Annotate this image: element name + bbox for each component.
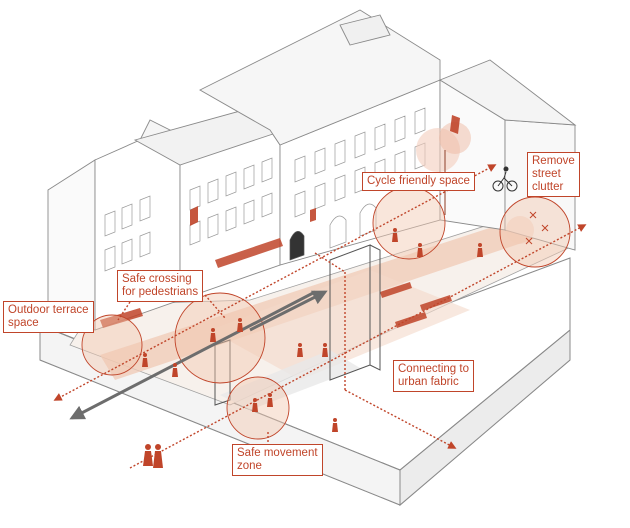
annotation-safe-crossing: Safe crossing for pedestrians [117, 270, 203, 302]
annotation-safe-movement-zone: Safe movement zone [232, 444, 323, 476]
highlight-clutter [500, 197, 570, 267]
annotation-cycle-friendly-space: Cycle friendly space [362, 172, 475, 191]
annotation-remove-street-clutter: Remove street clutter [527, 152, 580, 197]
annotation-outdoor-terrace: Outdoor terrace space [3, 301, 94, 333]
highlight-crossing [175, 293, 265, 383]
annotation-connecting-urban-fabric: Connecting to urban fabric [393, 360, 474, 392]
highlight-movement [227, 377, 289, 439]
